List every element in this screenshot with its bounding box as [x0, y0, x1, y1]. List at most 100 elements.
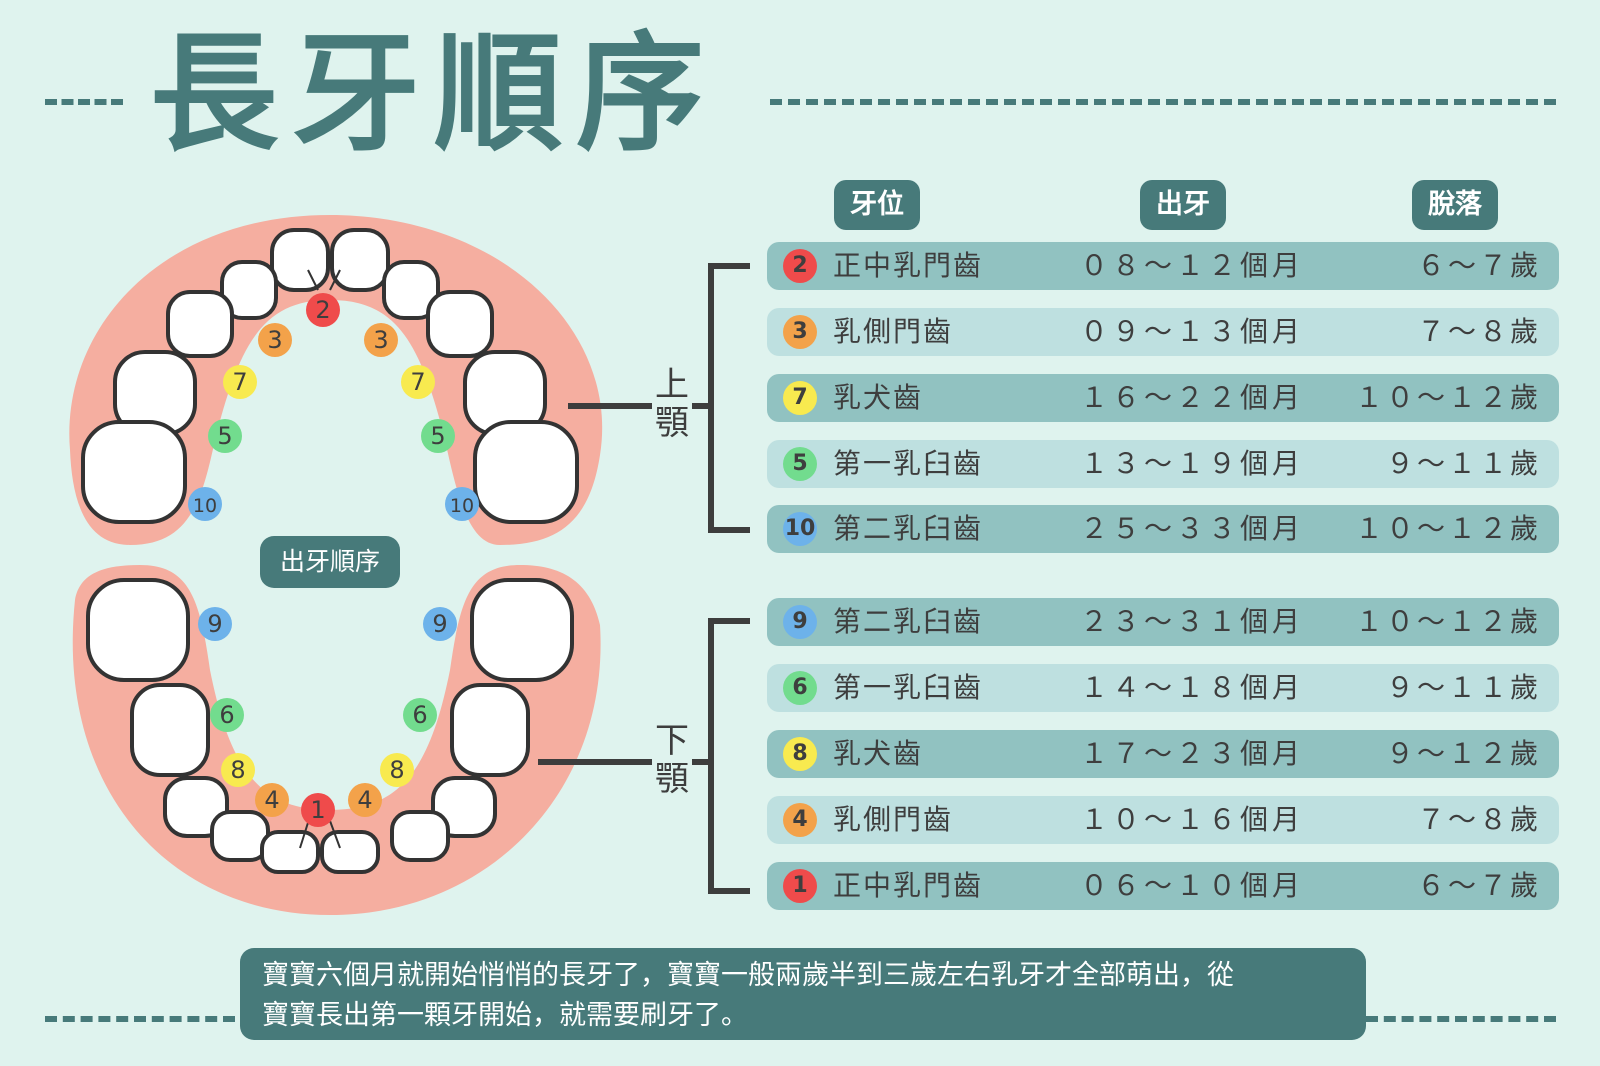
- shedding-age: ６～７歲: [1416, 249, 1541, 282]
- order-marker-number: 8: [230, 756, 245, 784]
- table-row: 2 正中乳門齒 ０８～１２個月 ６～７歲: [767, 242, 1559, 290]
- pointer-line: [329, 269, 341, 291]
- eruption-age: １７～２３個月: [1079, 737, 1304, 770]
- shedding-age: ７～８歲: [1416, 803, 1541, 836]
- order-marker-number: 4: [357, 786, 372, 814]
- order-marker-circle: [445, 487, 479, 521]
- tooth-name: 乳側門齒: [833, 803, 954, 836]
- header-eruption: 出牙: [1140, 180, 1226, 230]
- order-marker-circle: [301, 793, 335, 827]
- bottom-dash-left: [45, 1016, 235, 1022]
- upper-jaw-char-1: 上: [655, 365, 689, 405]
- order-marker-circle: [223, 365, 257, 399]
- order-marker-circle: [380, 753, 414, 787]
- table-row: 3 乳側門齒 ０９～１３個月 ７～８歲: [767, 308, 1559, 356]
- order-marker-circle: [401, 365, 435, 399]
- order-marker-number: 5: [430, 422, 445, 450]
- lower-connector: [538, 759, 676, 765]
- tooth-name: 第一乳臼齒: [833, 671, 984, 704]
- header-shedding: 脫落: [1412, 180, 1498, 230]
- tooth-name: 乳犬齒: [833, 737, 924, 770]
- order-label: 出牙順序: [260, 536, 400, 588]
- lower-teeth: [86, 578, 574, 874]
- order-marker-number: 10: [193, 495, 217, 517]
- note-line-2: 寶寶長出第一顆牙開始，就需要刷牙了。: [262, 1000, 748, 1031]
- order-number-badge: 1: [783, 869, 817, 903]
- order-marker-circle: [255, 783, 289, 817]
- order-number-badge: 2: [783, 249, 817, 283]
- order-marker-circle: [348, 783, 382, 817]
- shedding-age: ９～１２歲: [1385, 737, 1541, 770]
- order-marker-circle: [258, 323, 292, 357]
- eruption-age: １０～１６個月: [1079, 803, 1304, 836]
- order-marker-number: 9: [207, 610, 222, 638]
- lower-jaw-char-2: 顎: [655, 759, 689, 799]
- shedding-age: １０～１２歲: [1354, 605, 1541, 638]
- order-number-badge: 3: [783, 315, 817, 349]
- shedding-age: ９～１１歲: [1385, 671, 1541, 704]
- page-title: 長牙順序: [150, 20, 719, 169]
- shedding-age: ７～８歲: [1416, 315, 1541, 348]
- info-note: 寶寶六個月就開始悄悄的長牙了，寶寶一般兩歲半到三歲左右乳牙才全部萌出，從 寶寶長…: [240, 948, 1366, 1040]
- shedding-age: ９～１１歲: [1385, 447, 1541, 480]
- lower-bracket-tick: [690, 759, 714, 765]
- upper-bracket: [708, 263, 750, 533]
- eruption-age: ２３～３１個月: [1079, 605, 1304, 638]
- order-number-badge: 10: [783, 512, 817, 546]
- table-row: 9 第二乳臼齒 ２３～３１個月 １０～１２歲: [767, 598, 1559, 646]
- tooth-name: 乳犬齒: [833, 381, 924, 414]
- header-position: 牙位: [834, 180, 920, 230]
- bottom-dash-right: [1366, 1016, 1556, 1022]
- order-marker-number: 2: [315, 296, 330, 324]
- order-marker-number: 1: [310, 796, 325, 824]
- tooth-name: 第二乳臼齒: [833, 512, 984, 545]
- order-number-badge: 6: [783, 671, 817, 705]
- order-marker-circle: [421, 419, 455, 453]
- order-marker-number: 6: [412, 701, 427, 729]
- order-marker-number: 3: [267, 326, 282, 354]
- shedding-age: ６～７歲: [1416, 869, 1541, 902]
- upper-bracket-tick: [690, 403, 714, 409]
- order-marker-circle: [423, 607, 457, 641]
- pointer-line: [307, 269, 319, 291]
- order-marker-number: 3: [373, 326, 388, 354]
- order-marker-number: 10: [450, 495, 474, 517]
- upper-connector: [568, 403, 676, 409]
- tooth-name: 乳側門齒: [833, 315, 954, 348]
- tooth-name: 正中乳門齒: [833, 869, 984, 902]
- order-number-badge: 7: [783, 381, 817, 415]
- order-number-badge: 9: [783, 605, 817, 639]
- eruption-age: １４～１８個月: [1079, 671, 1304, 704]
- order-marker-circle: [208, 419, 242, 453]
- eruption-age: １３～１９個月: [1079, 447, 1304, 480]
- table-row: 8 乳犬齒 １７～２３個月 ９～１２歲: [767, 730, 1559, 778]
- order-marker-circle: [403, 698, 437, 732]
- lower-jaw-label: 下 顎: [652, 722, 692, 798]
- tooth-name: 正中乳門齒: [833, 249, 984, 282]
- eruption-age: ０９～１３個月: [1079, 315, 1304, 348]
- order-marker-number: 9: [432, 610, 447, 638]
- title-dash-right: [770, 99, 1556, 105]
- order-marker-number: 7: [410, 368, 425, 396]
- order-marker-number: 4: [264, 786, 279, 814]
- eruption-age: ２５～３３個月: [1079, 512, 1304, 545]
- tooth-name: 第二乳臼齒: [833, 605, 984, 638]
- lower-jaw-char-1: 下: [655, 721, 689, 761]
- note-line-1: 寶寶六個月就開始悄悄的長牙了，寶寶一般兩歲半到三歲左右乳牙才全部萌出，從: [262, 960, 1234, 991]
- order-marker-circle: [364, 323, 398, 357]
- upper-jaw-char-2: 顎: [655, 403, 689, 443]
- order-marker-circle: [210, 698, 244, 732]
- eruption-age: ０８～１２個月: [1079, 249, 1304, 282]
- lower-bracket: [708, 618, 750, 894]
- order-marker-number: 5: [217, 422, 232, 450]
- order-marker-number: 6: [219, 701, 234, 729]
- eruption-age: １６～２２個月: [1079, 381, 1304, 414]
- order-number-badge: 8: [783, 737, 817, 771]
